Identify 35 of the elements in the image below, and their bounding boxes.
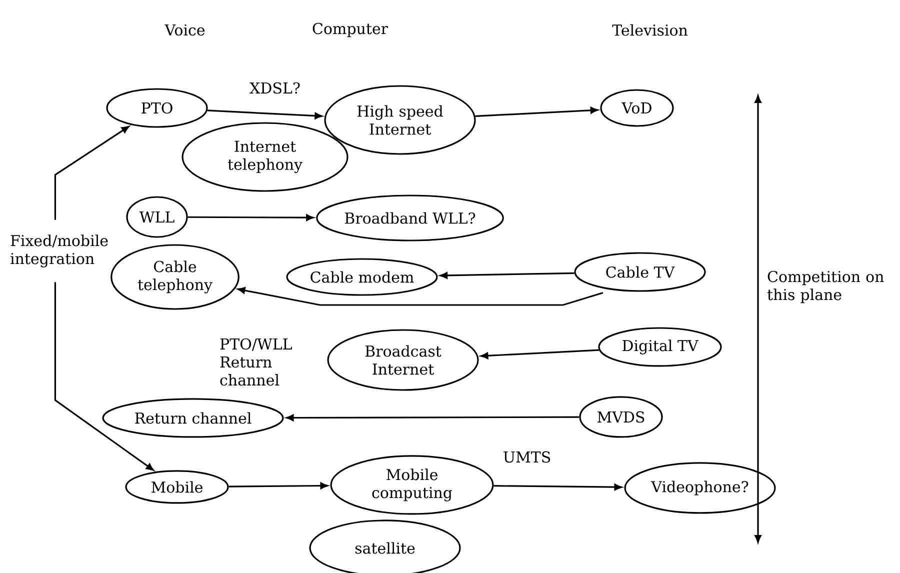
arrow: [238, 287, 604, 306]
ellipse-node: High speed Internet: [324, 85, 476, 155]
ellipse-node: PTO: [106, 88, 208, 128]
ellipse-node: Mobile: [125, 470, 229, 504]
column-heading: Voice: [164, 24, 205, 36]
arrow: [207, 110, 322, 120]
arrow: [54, 282, 154, 471]
arrow: [228, 482, 328, 490]
ellipse-node: Cable TV: [574, 252, 706, 292]
ellipse-node: Return channel: [102, 398, 284, 438]
arrow: [188, 214, 314, 221]
arrow: [480, 349, 599, 360]
ellipse-node: Cable modem: [286, 258, 438, 296]
ellipse-node: Broadcast Internet: [327, 329, 479, 391]
edge-label: UMTS: [502, 450, 552, 464]
column-heading: Television: [612, 24, 688, 36]
ellipse-node: MVDS: [579, 396, 663, 438]
note-text: PTO/WLL Return channel: [220, 338, 292, 386]
ellipse-node: Videophone?: [624, 462, 776, 514]
ellipse-node: VoD: [600, 89, 674, 127]
arrow: [475, 106, 598, 117]
ellipse-node: Broadband WLL?: [316, 194, 504, 242]
column-heading: Computer: [312, 22, 388, 38]
ellipse-node: Digital TV: [598, 327, 722, 367]
arrow: [286, 414, 580, 422]
ellipse-node: Mobile computing: [330, 455, 494, 515]
ellipse-node: Cable telephony: [110, 244, 240, 310]
edge-label: XDSL?: [248, 81, 302, 95]
arrow: [494, 484, 622, 490]
arrow: [440, 272, 574, 279]
note-text: Competition on this plane: [767, 270, 884, 304]
integration-label: Fixed/mobile integration: [10, 234, 108, 268]
ellipse-node: Internet telephony: [182, 122, 348, 192]
ellipse-node: WLL: [126, 196, 188, 238]
arrow: [54, 126, 130, 220]
